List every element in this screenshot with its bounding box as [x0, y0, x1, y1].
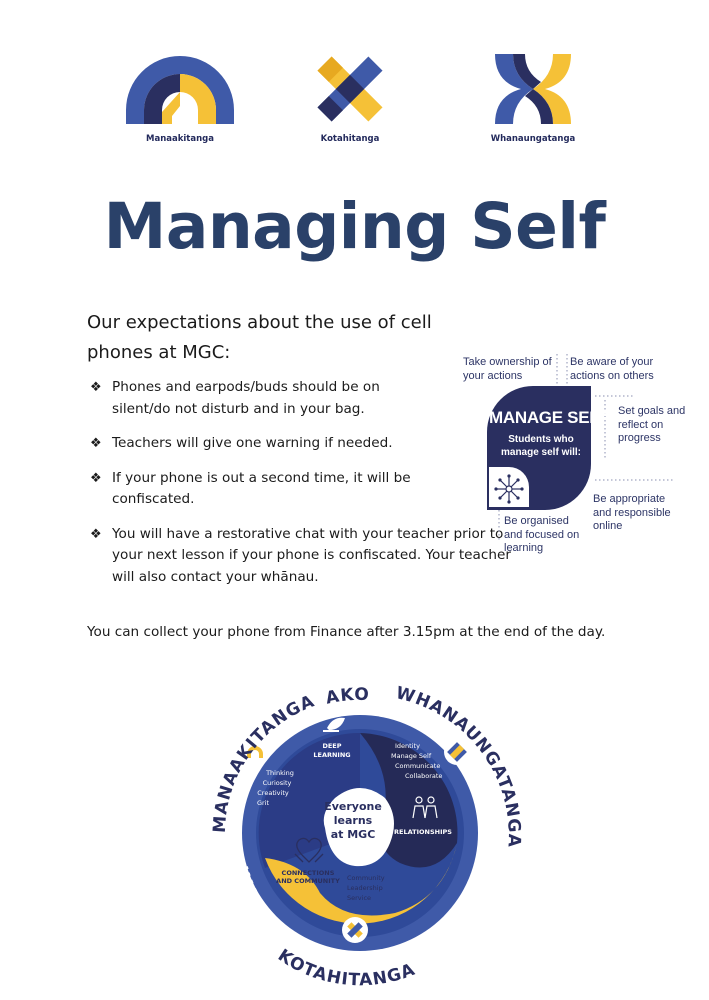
manage-self-dotted-lines — [498, 354, 675, 540]
connections-label: CONNECTIONS — [282, 869, 335, 877]
manaakitanga-arch-icon — [126, 56, 234, 124]
list-item: ❖If your phone is out a second time, it … — [90, 469, 411, 508]
diamond-bullet-icon: ❖ — [90, 526, 102, 542]
svg-text:Grit: Grit — [257, 799, 270, 807]
manage-self-item: Be aware of your actions on others — [570, 356, 654, 382]
intro-text: Our expectations about the use of cell p… — [87, 312, 432, 363]
collect-note: You can collect your phone from Finance … — [87, 624, 606, 640]
svg-text:Community: Community — [347, 874, 385, 882]
manage-self-item: Be organised and focused on learning — [504, 515, 580, 554]
wheel-label-kotahitanga: KOTAHITANGA — [274, 946, 418, 991]
svg-text:Service: Service — [347, 894, 371, 902]
list-item: ❖Teachers will give one warning if neede… — [90, 433, 430, 455]
page-title: Managing Self — [103, 190, 606, 263]
list-item: ❖You will have a restorative chat with y… — [90, 525, 511, 585]
manaakitanga-mini-icon — [242, 739, 268, 765]
whanaungatanga-mini-icon — [444, 739, 470, 765]
kotahitanga-mini-icon — [342, 917, 368, 943]
svg-text:Communicate: Communicate — [395, 762, 440, 770]
rules-list: ❖Phones and earpods/buds should be on si… — [90, 377, 530, 601]
diamond-bullet-icon: ❖ — [90, 380, 102, 395]
diamond-bullet-icon: ❖ — [90, 436, 102, 451]
deep-learning-label: LEARNING — [313, 751, 350, 759]
manage-self-item: Set goals and reflect on progress — [618, 405, 686, 444]
manage-self-title: MANAGE SELF — [489, 408, 610, 427]
deep-learning-label: DEEP — [322, 742, 341, 750]
list-item: ❖Phones and earpods/buds should be on si… — [90, 379, 380, 417]
manage-self-item: Be appropriate and responsible online — [593, 493, 671, 532]
values-wheel: MANAAKITANGA AKO WHANAUNGATANGA KAIRANGI… — [195, 668, 525, 998]
whanaungatanga-braid-icon — [495, 54, 571, 124]
svg-text:Thinking: Thinking — [265, 769, 294, 777]
manage-self-subtitle: Students who manage self will: — [500, 434, 582, 458]
whanaungatanga-logo: Whanaungatanga — [458, 52, 608, 144]
center-line: learns — [334, 814, 373, 827]
logo-label: Whanaungatanga — [490, 134, 576, 144]
values-wheel-graphic: MANAAKITANGA AKO WHANAUNGATANGA KAIRANGI… — [210, 683, 523, 991]
svg-text:Collaborate: Collaborate — [405, 772, 442, 780]
svg-text:Curiosity: Curiosity — [263, 779, 292, 787]
svg-text:Identity: Identity — [395, 742, 420, 750]
connections-label: AND COMMUNITY — [276, 877, 340, 885]
relationships-label: RELATIONSHIPS — [394, 828, 452, 836]
people-icon — [412, 796, 438, 819]
kotahitanga-weave-icon — [317, 56, 383, 122]
manage-self-icon-box — [489, 467, 529, 507]
logo-label: Kotahitanga — [320, 134, 380, 144]
heart-hands-icon — [294, 837, 324, 863]
svg-text:Leadership: Leadership — [347, 884, 383, 892]
wheel-label-ako: AKO — [324, 685, 370, 709]
manaakitanga-logo: Manaakitanga — [110, 52, 250, 144]
svg-text:Creativity: Creativity — [257, 789, 289, 797]
leaf-icon — [323, 717, 345, 732]
manage-self-item: Take ownership of your actions — [463, 356, 552, 382]
center-line: Everyone — [324, 800, 382, 813]
svg-text:Manage Self: Manage Self — [391, 752, 432, 760]
center-line: at MGC — [331, 828, 376, 841]
logo-label: Manaakitanga — [146, 134, 214, 144]
kotahitanga-logo: Kotahitanga — [280, 52, 420, 144]
network-arrows-icon — [494, 474, 524, 504]
diamond-bullet-icon: ❖ — [90, 470, 102, 486]
